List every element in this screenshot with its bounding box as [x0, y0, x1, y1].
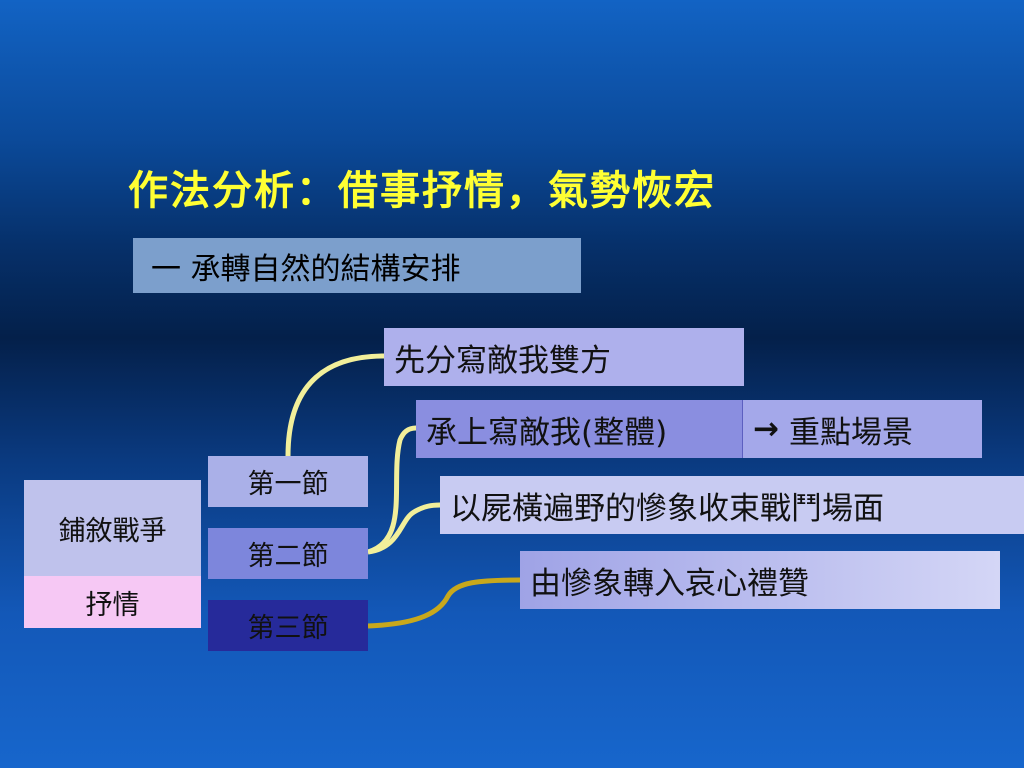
slide-subtitle: 一 承轉自然的結構安排 — [133, 238, 581, 293]
narrate-war-box: 鋪敘戰爭 — [24, 480, 201, 576]
result-box-2: 承上寫敵我(整體) — [416, 400, 742, 458]
result-box-3: 以屍橫遍野的慘象收束戰鬥場面 — [440, 476, 1024, 534]
result-box-1: 先分寫敵我雙方 — [384, 328, 744, 386]
link-sec1-r1 — [285, 353, 385, 457]
link-sec3-r4 — [367, 577, 521, 629]
focus-scene-label: 重點場景 — [788, 414, 913, 451]
slide-title: 作法分析：借事抒情，氣勢恢宏 — [128, 167, 716, 214]
arrow-right-icon: → — [753, 411, 779, 447]
link-sec2-r2 — [367, 425, 417, 555]
section-1: 第一節 — [208, 456, 368, 507]
result-box-4: 由慘象轉入哀心禮贊 — [520, 551, 1000, 609]
section-3: 第三節 — [208, 600, 368, 651]
result-box-2-focus: → 重點場景 — [742, 400, 982, 458]
link-sec2-r3 — [367, 502, 441, 555]
emotion-box: 抒情 — [24, 576, 201, 628]
section-2: 第二節 — [208, 528, 368, 579]
